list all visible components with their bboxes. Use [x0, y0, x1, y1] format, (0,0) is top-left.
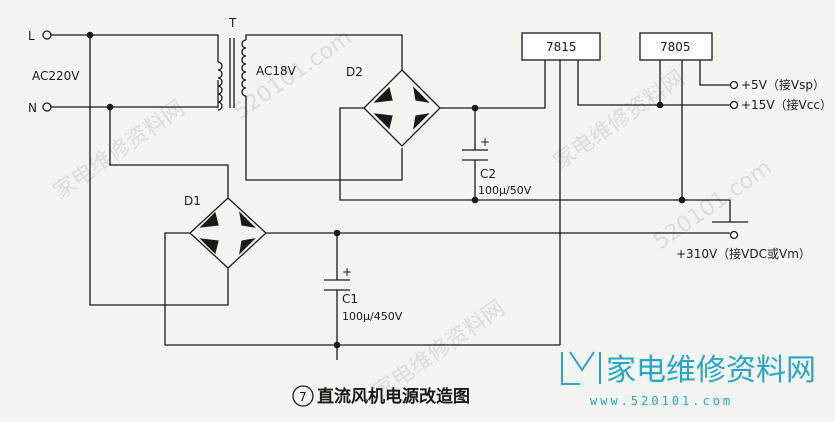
- wire-l-down: [89, 35, 229, 306]
- junction-c1-bottom: [333, 341, 341, 349]
- label-t: T: [228, 16, 237, 30]
- caption: 7 直流风机电源改造图: [292, 385, 470, 407]
- d1-diodes: [199, 211, 256, 255]
- d1-diode-2: [239, 211, 256, 228]
- terminal-5v: [729, 80, 739, 90]
- bridge-d2-outline: [363, 69, 441, 147]
- label-c2-value: 100μ/50V: [478, 184, 532, 197]
- label-5v: +5V（接Vsp）: [741, 77, 825, 92]
- label-7815: 7815: [546, 40, 577, 54]
- label-310v: +310V（接VDC或Vm）: [676, 246, 811, 261]
- d2-diode-1: [373, 86, 393, 103]
- junctions: [86, 31, 686, 349]
- terminal-310v: [729, 230, 739, 240]
- transformer-secondary: [241, 39, 247, 97]
- junction-15v: [656, 101, 664, 109]
- label-l: L: [28, 29, 35, 43]
- bridge-d1-outline: [189, 197, 267, 269]
- label-15v: +15V（接Vcc）: [741, 97, 832, 112]
- label-ac18: AC18V: [256, 64, 297, 78]
- caption-title: 直流风机电源改造图: [317, 386, 470, 407]
- junction-c1-top: [333, 229, 341, 237]
- junction-c2-bottom: [471, 196, 479, 204]
- junction-n: [106, 103, 114, 111]
- regulator-7815: [521, 32, 601, 61]
- terminal-15v: [729, 100, 739, 110]
- c2-plus-sign: +: [480, 135, 490, 149]
- label-c1-value: 100μ/450V: [342, 310, 403, 323]
- watermark-text-2: 家电维修资料网: [549, 66, 690, 175]
- wire-secondary-top: [245, 34, 403, 70]
- label-c1: C1: [342, 292, 358, 306]
- logo-url: www.520101.com: [590, 394, 733, 408]
- junction-l: [86, 31, 94, 39]
- regulator-7805: [639, 32, 713, 61]
- junction-gnd: [678, 196, 686, 204]
- transformer-primary: [217, 61, 223, 111]
- wire-d2-positive: [440, 60, 546, 109]
- label-ac220: AC220V: [32, 69, 80, 83]
- watermark-layer: 家电维修资料网 家电维修资料网 家电维修资料网 520101.com 52010…: [49, 25, 776, 405]
- c1-plus-sign: +: [342, 265, 352, 279]
- junction-c2-top: [471, 104, 479, 112]
- d1-diode-3: [199, 238, 219, 255]
- wire-n-down: [109, 107, 229, 198]
- logo-text: 家电维修资料网: [606, 353, 816, 388]
- d2-diodes: [373, 86, 430, 130]
- wire-n: [51, 80, 219, 108]
- wire-d2-negative: [339, 107, 730, 201]
- caption-number-circle: [292, 385, 314, 407]
- label-7805: 7805: [660, 40, 691, 54]
- d1-diode-4: [239, 238, 256, 255]
- d2-diode-2: [413, 86, 430, 103]
- d2-diode-3: [373, 113, 393, 130]
- wire-7815-output: [577, 60, 730, 106]
- wire-l: [51, 34, 219, 62]
- wire-d1-negative: [164, 232, 560, 346]
- terminal-n: [42, 102, 52, 112]
- caption-number: 7: [299, 390, 307, 404]
- logo-mark-icon: [561, 351, 601, 385]
- label-c2: C2: [480, 167, 496, 181]
- label-n: N: [28, 101, 37, 115]
- label-d1: D1: [184, 194, 201, 208]
- wire-secondary-bottom: [245, 96, 403, 181]
- watermark-url-2: 520101.com: [649, 155, 776, 255]
- terminal-l: [42, 30, 52, 40]
- d2-diode-4: [413, 113, 430, 130]
- site-logo: 家电维修资料网 www.520101.com: [561, 351, 816, 408]
- label-d2: D2: [346, 65, 363, 79]
- d1-diode-1: [199, 211, 219, 228]
- watermark-text-1: 家电维修资料网: [49, 96, 190, 205]
- wire-7805-output: [699, 60, 730, 86]
